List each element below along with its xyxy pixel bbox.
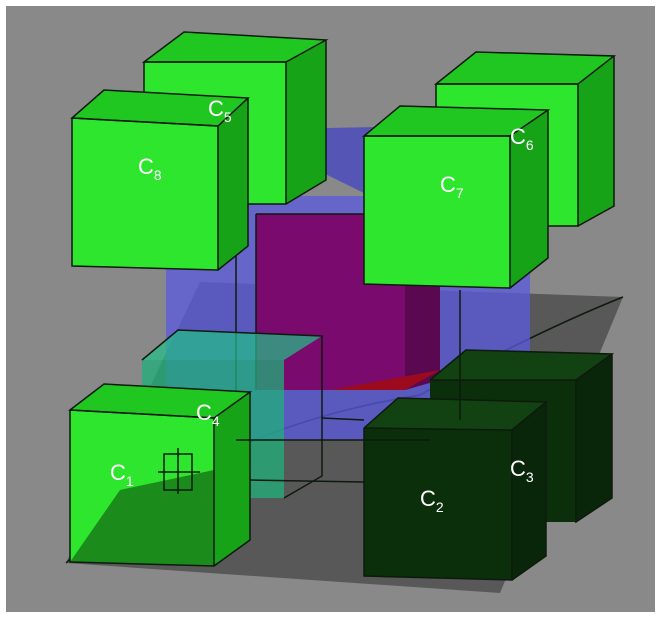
frame-lines — [236, 290, 461, 483]
cube-c2 — [363, 397, 549, 581]
cube-c1 — [67, 383, 253, 567]
label-c2: C2 — [420, 486, 444, 515]
label-c4: C4 — [196, 400, 220, 429]
cube-c7 — [361, 105, 551, 289]
label-c5: C5 — [208, 96, 232, 125]
label-c6: C6 — [510, 124, 534, 153]
label-c1: C1 — [110, 460, 134, 489]
red-band — [330, 370, 440, 390]
label-c8: C8 — [138, 154, 162, 183]
label-c7: C7 — [440, 172, 464, 201]
label-c3: C3 — [510, 456, 534, 485]
cube-c8 — [70, 89, 250, 271]
